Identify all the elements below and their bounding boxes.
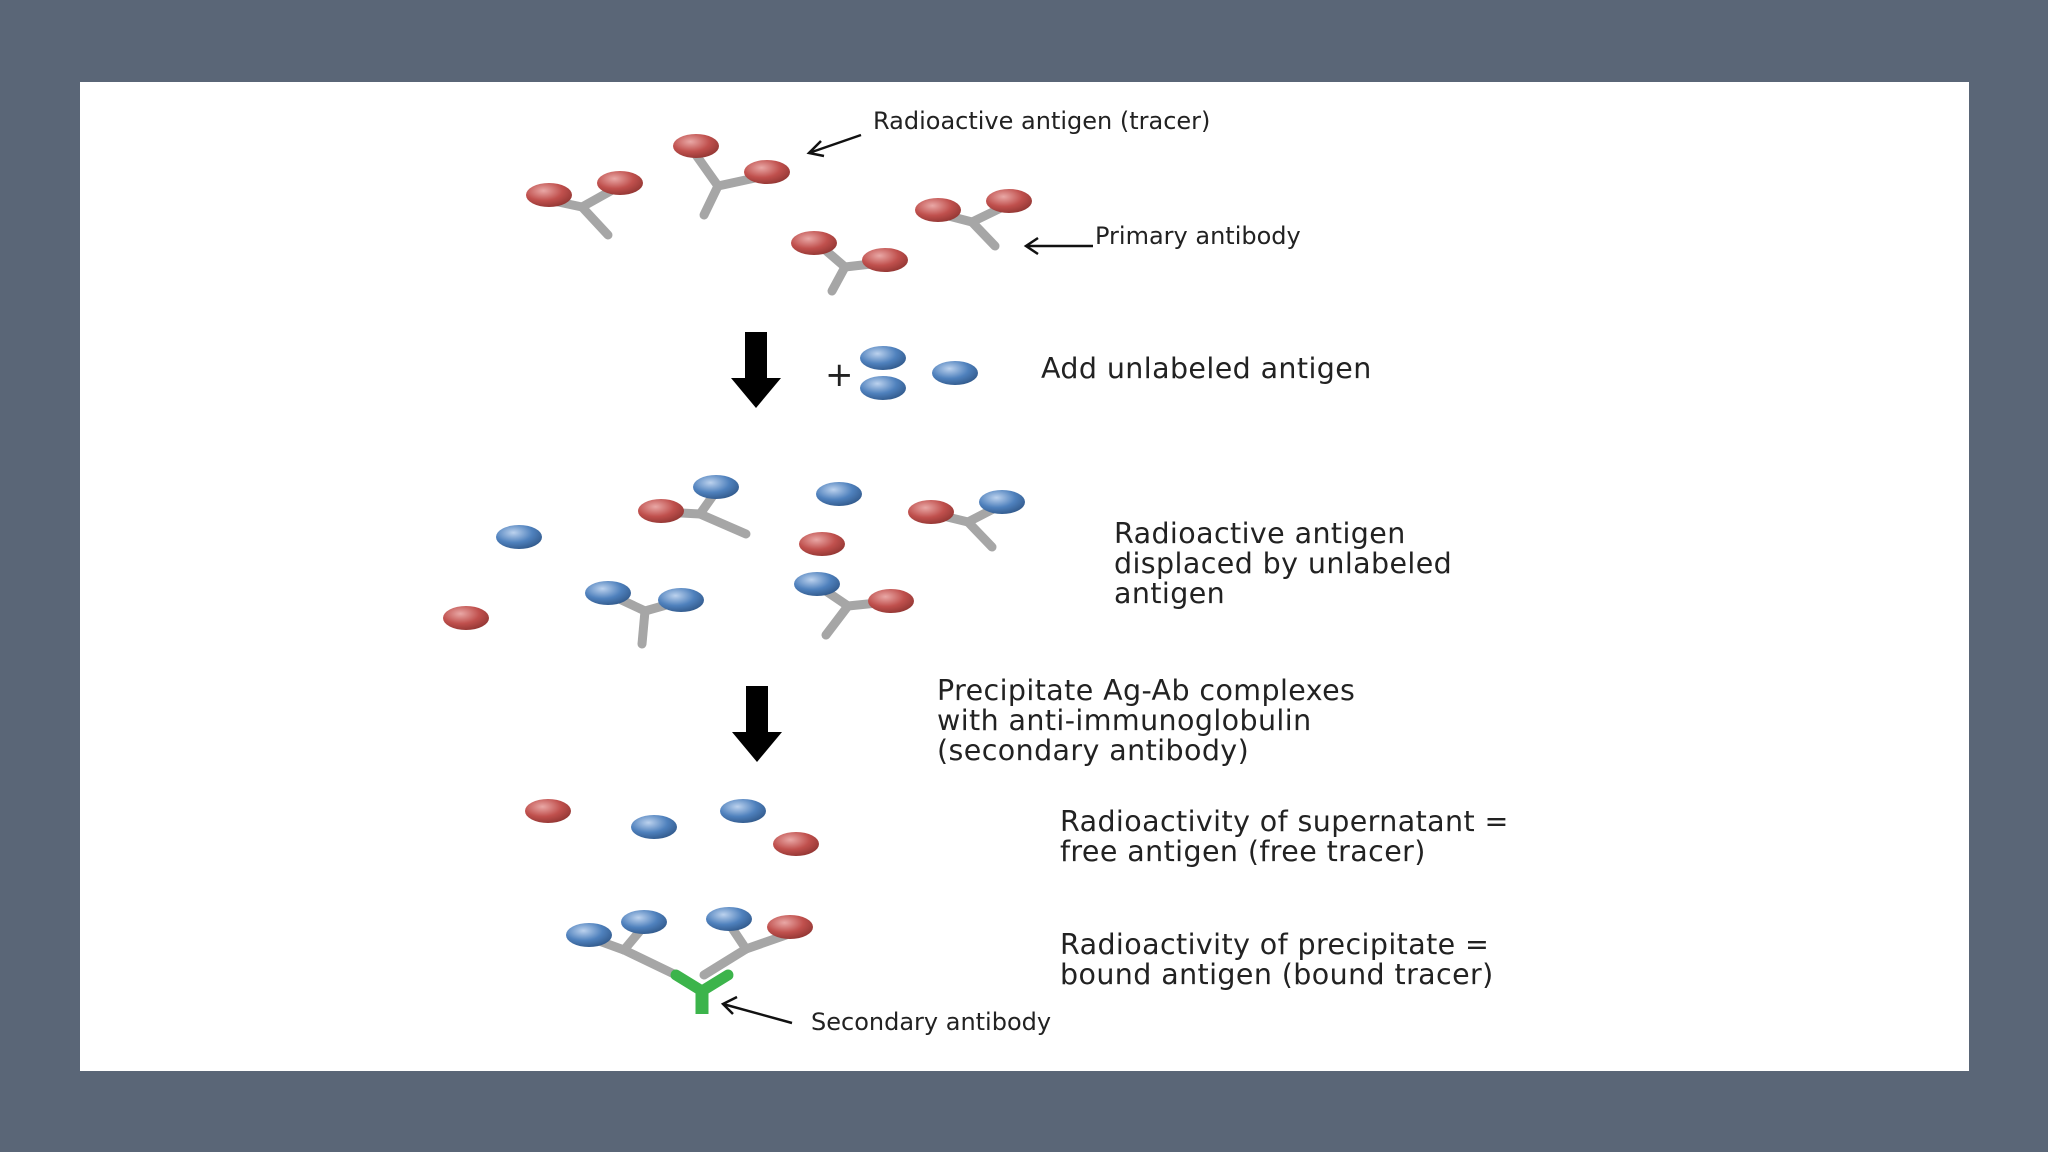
primary-antibody-callout-arrow: [1023, 236, 1093, 256]
unlabeled-antigen: [794, 572, 840, 596]
radioactive-antigen: [862, 248, 908, 272]
antibody-tracer-complex: [791, 231, 908, 296]
label-displaced: Radioactive antigen displaced by unlabel…: [1114, 517, 1453, 610]
antibody-unlabeled-complex: [585, 581, 704, 649]
unlabeled-antigen: [496, 525, 542, 549]
label-precipitate-step: Precipitate Ag-Ab complexes with anti-im…: [937, 674, 1356, 767]
down-arrow: [731, 332, 781, 408]
radioactive-antigen: [597, 171, 643, 195]
antibody-mixed-complex: [638, 475, 751, 539]
unlabeled-antigen: [860, 376, 906, 400]
unlabeled-antigen: [816, 482, 862, 506]
radioactive-antigen: [799, 532, 845, 556]
antibody-tracer-complex: [526, 171, 643, 240]
radioactive-antigen: [868, 589, 914, 613]
down-arrow: [732, 686, 782, 762]
label-primary-antibody: Primary antibody: [1095, 222, 1301, 250]
antibody-mixed-complex: [794, 572, 914, 640]
radioactive-antigen: [744, 160, 790, 184]
antibody-tracer-complex: [915, 189, 1032, 251]
unlabeled-antigen: [979, 490, 1025, 514]
unlabeled-antigen: [932, 361, 978, 385]
plus-sign: +: [825, 355, 854, 395]
radioactive-antigen: [638, 499, 684, 523]
tracer-callout-arrow: [806, 133, 862, 158]
unlabeled-antigen: [860, 346, 906, 370]
radioactive-antigen: [791, 231, 837, 255]
unlabeled-antigen: [585, 581, 631, 605]
radioactive-antigen: [767, 915, 813, 939]
radioactive-antigen: [986, 189, 1032, 213]
radioimmunoassay-diagram: +: [443, 133, 1093, 1025]
unlabeled-antigen: [566, 923, 612, 947]
unlabeled-antigen: [658, 588, 704, 612]
secondary-antibody-callout-arrow: [720, 995, 793, 1025]
label-supernatant: Radioactivity of supernatant = free anti…: [1060, 805, 1509, 868]
antibody-tracer-complex: [673, 134, 790, 220]
secondary-antibody: [670, 969, 734, 1014]
unlabeled-antigen: [720, 799, 766, 823]
unlabeled-antigen: [693, 475, 739, 499]
antibody-mixed-complex: [908, 490, 1025, 552]
radioactive-antigen: [673, 134, 719, 158]
radioactive-antigen: [525, 799, 571, 823]
unlabeled-antigen: [621, 910, 667, 934]
radioactive-antigen: [915, 198, 961, 222]
radioactive-antigen: [526, 183, 572, 207]
slide: + Radioactive antigen (tracer) Primary a…: [80, 82, 1969, 1071]
label-tracer: Radioactive antigen (tracer): [873, 107, 1211, 135]
radioactive-antigen: [908, 500, 954, 524]
label-secondary-antibody: Secondary antibody: [811, 1008, 1052, 1036]
unlabeled-antigen: [706, 907, 752, 931]
radioactive-antigen: [773, 832, 819, 856]
radioactive-antigen: [443, 606, 489, 630]
unlabeled-antigen: [631, 815, 677, 839]
precipitate-complex: [566, 907, 813, 1014]
label-add-unlabeled-antigen: Add unlabeled antigen: [1041, 352, 1372, 385]
label-precipitate-result: Radioactivity of precipitate = bound ant…: [1060, 928, 1494, 991]
